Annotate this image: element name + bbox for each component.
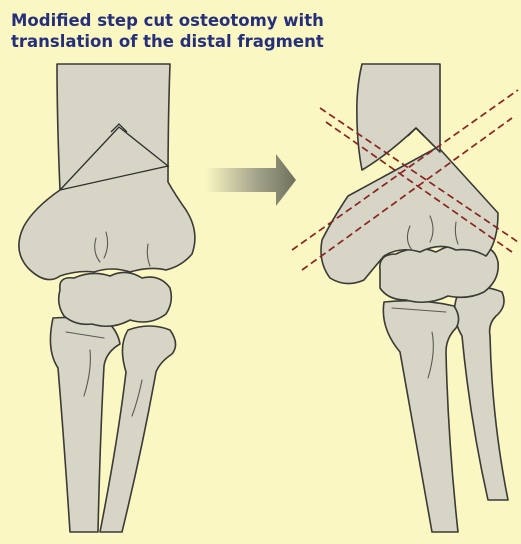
translation-arrow (205, 154, 296, 206)
right-radius (454, 287, 508, 500)
elbow-after (292, 64, 518, 532)
elbow-before (19, 64, 195, 532)
left-trochlea (59, 272, 172, 326)
right-ulna (383, 301, 458, 532)
left-radius (100, 326, 176, 532)
